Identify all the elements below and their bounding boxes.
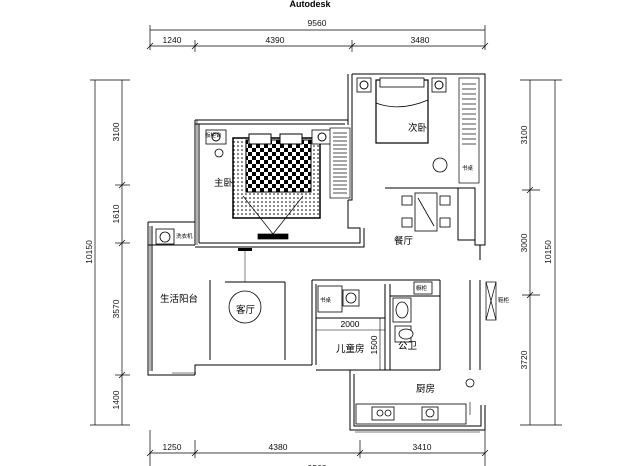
dim-top-3: 3480 bbox=[411, 35, 430, 45]
room-kids: 儿童房 bbox=[336, 343, 365, 355]
bath-fixtures bbox=[392, 281, 433, 343]
dim-bottom-2: 4380 bbox=[269, 442, 288, 452]
dimension-lines bbox=[90, 25, 562, 466]
dim-left-3: 3570 bbox=[111, 299, 121, 318]
dim-bottom-total: 9560 bbox=[308, 463, 327, 466]
room-kitchen: 厨房 bbox=[416, 383, 435, 395]
dining-table bbox=[401, 192, 451, 232]
dim-left-4: 1400 bbox=[111, 390, 121, 409]
room-dining: 餐厅 bbox=[394, 235, 414, 247]
room-living: 客厅 bbox=[236, 304, 256, 316]
dim-right-3: 3720 bbox=[519, 350, 529, 369]
kids-desk bbox=[317, 285, 360, 313]
dim-right-total: 10150 bbox=[543, 240, 553, 264]
second-bed bbox=[356, 77, 447, 144]
room-public-bath: 公卫 bbox=[398, 341, 418, 352]
room-master-bedroom: 主卧 bbox=[214, 177, 234, 189]
second-wardrobe bbox=[458, 77, 480, 184]
tv-unit bbox=[242, 195, 304, 240]
dim-top-total: 9560 bbox=[308, 18, 327, 28]
desk-chair-2 bbox=[432, 157, 448, 173]
label-bedside: 板柜台 bbox=[205, 131, 222, 139]
master-wardrobe bbox=[329, 127, 351, 199]
dim-top-2: 4390 bbox=[266, 35, 285, 45]
dim-bottom-1: 1250 bbox=[163, 442, 182, 452]
label-cabinet: 橱柜 bbox=[416, 284, 428, 292]
shoe-cabinet bbox=[485, 281, 497, 321]
room-balcony: 生活阳台 bbox=[160, 293, 198, 305]
label-kids-desk: 书桌 bbox=[320, 296, 332, 304]
dim-left-2: 1610 bbox=[111, 204, 121, 223]
master-bed bbox=[205, 129, 333, 219]
app-title: Autodesk bbox=[289, 0, 331, 9]
windows bbox=[149, 120, 480, 433]
dim-left-total: 10150 bbox=[84, 240, 94, 264]
walls bbox=[147, 73, 486, 431]
dim-right-2: 3000 bbox=[519, 233, 529, 252]
kitchen-counter bbox=[355, 378, 475, 425]
inner-dims bbox=[316, 318, 386, 370]
living-rug bbox=[228, 290, 262, 324]
dim-inner-h: 2000 bbox=[341, 319, 360, 329]
dim-left-1: 3100 bbox=[111, 122, 121, 141]
room-second-bedroom: 次卧 bbox=[408, 122, 428, 134]
washer bbox=[155, 228, 175, 245]
dim-inner-v: 1500 bbox=[369, 335, 379, 354]
dim-right-1: 3100 bbox=[519, 125, 529, 144]
living-light bbox=[238, 248, 252, 251]
label-washer: 洗衣机 bbox=[176, 232, 193, 240]
dim-top-1: 1240 bbox=[163, 35, 182, 45]
label-shoe: 鞋柜 bbox=[498, 296, 510, 304]
label-wardrobe-2: 书桌 bbox=[462, 164, 474, 172]
dim-bottom-3: 3410 bbox=[413, 442, 432, 452]
